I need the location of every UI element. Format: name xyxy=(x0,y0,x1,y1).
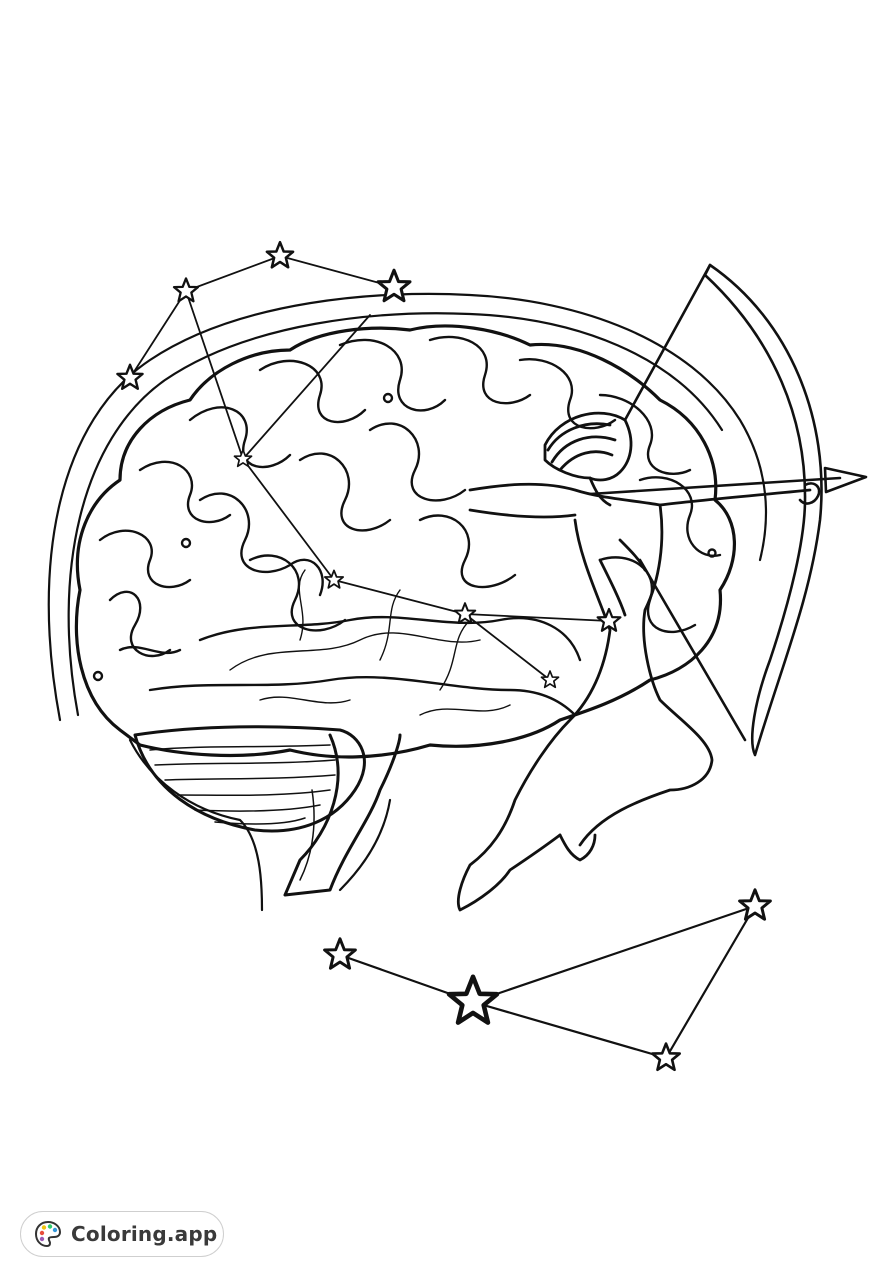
palette-icon xyxy=(34,1220,62,1248)
arrow xyxy=(588,466,868,505)
archer-figure xyxy=(456,411,812,912)
brain-veins xyxy=(229,569,511,716)
brand-badge[interactable]: Coloring.app xyxy=(20,1211,224,1257)
bow xyxy=(623,263,823,757)
constellation-stars xyxy=(116,240,772,1072)
brain-gyri xyxy=(92,335,722,717)
halo-outlines xyxy=(47,292,768,912)
brand-name: Coloring.app xyxy=(71,1222,218,1246)
constellation-lines-lower xyxy=(338,904,757,1060)
brain-cerebrum xyxy=(74,324,737,759)
cerebellum-folia xyxy=(149,744,336,881)
